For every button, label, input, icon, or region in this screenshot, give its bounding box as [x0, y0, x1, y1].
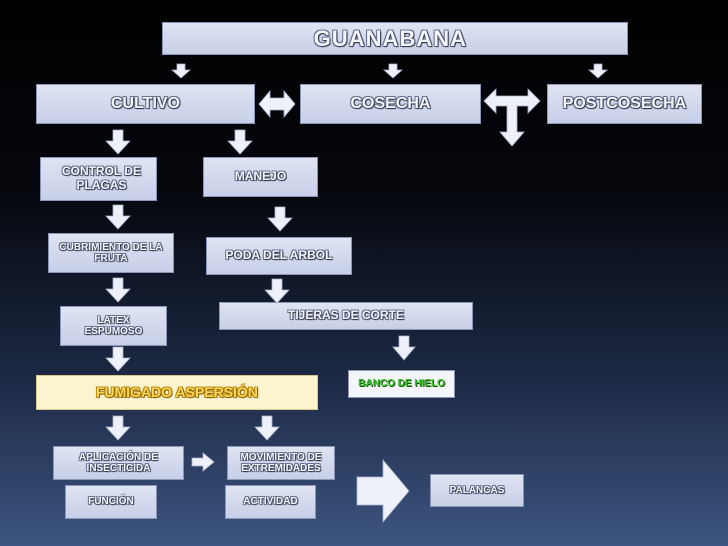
arrow-down-icon	[267, 206, 293, 232]
double-arrow-icon	[258, 89, 296, 119]
arrow-down-icon	[254, 415, 280, 441]
arrow-down-icon	[392, 335, 416, 361]
three-way-arrow-icon	[483, 88, 541, 147]
node-postcosecha: POSTCOSECHA	[547, 84, 702, 124]
arrow-down-icon	[105, 415, 131, 441]
arrow-down-icon	[105, 204, 131, 230]
node-actividad: ACTIVIDAD	[225, 485, 316, 519]
arrow-right-icon	[356, 458, 410, 524]
node-fumigado-aspersion: FUMIGADO ASPERSIÓN	[36, 375, 318, 410]
node-poda-arbol: PODA DEL ARBOL	[206, 237, 352, 275]
node-banco-hielo: BANCO DE HIELO	[348, 370, 455, 398]
node-control-plagas: CONTROL DE PLAGAS	[40, 157, 157, 201]
node-cultivo: CULTIVO	[36, 84, 255, 124]
node-funcion: FUNCIÓN	[65, 485, 157, 519]
node-cubrimiento-fruta: CUBRIMIENTO DE LA FRUTA	[48, 233, 174, 273]
node-guanabana: GUANABANA	[162, 22, 628, 55]
node-palancas: PALANCAS	[430, 474, 524, 507]
arrow-down-icon	[264, 278, 290, 304]
arrow-down-icon	[382, 63, 404, 79]
node-latex-espumoso: LATEX ESPUMOSO	[60, 306, 167, 346]
node-movimiento-extremidades: MOVIMIENTO DE EXTREMIDADES	[227, 446, 335, 480]
node-cosecha: COSECHA	[300, 84, 481, 124]
arrow-right-icon	[191, 452, 215, 472]
node-manejo: MANEJO	[203, 157, 318, 197]
arrow-down-icon	[587, 63, 609, 79]
arrow-down-icon	[105, 346, 131, 372]
arrow-down-icon	[227, 129, 253, 155]
node-tijeras-corte: TIJERAS DE CORTE	[219, 302, 473, 330]
arrow-down-icon	[105, 277, 131, 303]
node-aplicacion-insecticida: APLICACIÓN DE INSECTICIDA	[53, 446, 184, 480]
arrow-down-icon	[105, 129, 131, 155]
arrow-down-icon	[170, 63, 192, 79]
